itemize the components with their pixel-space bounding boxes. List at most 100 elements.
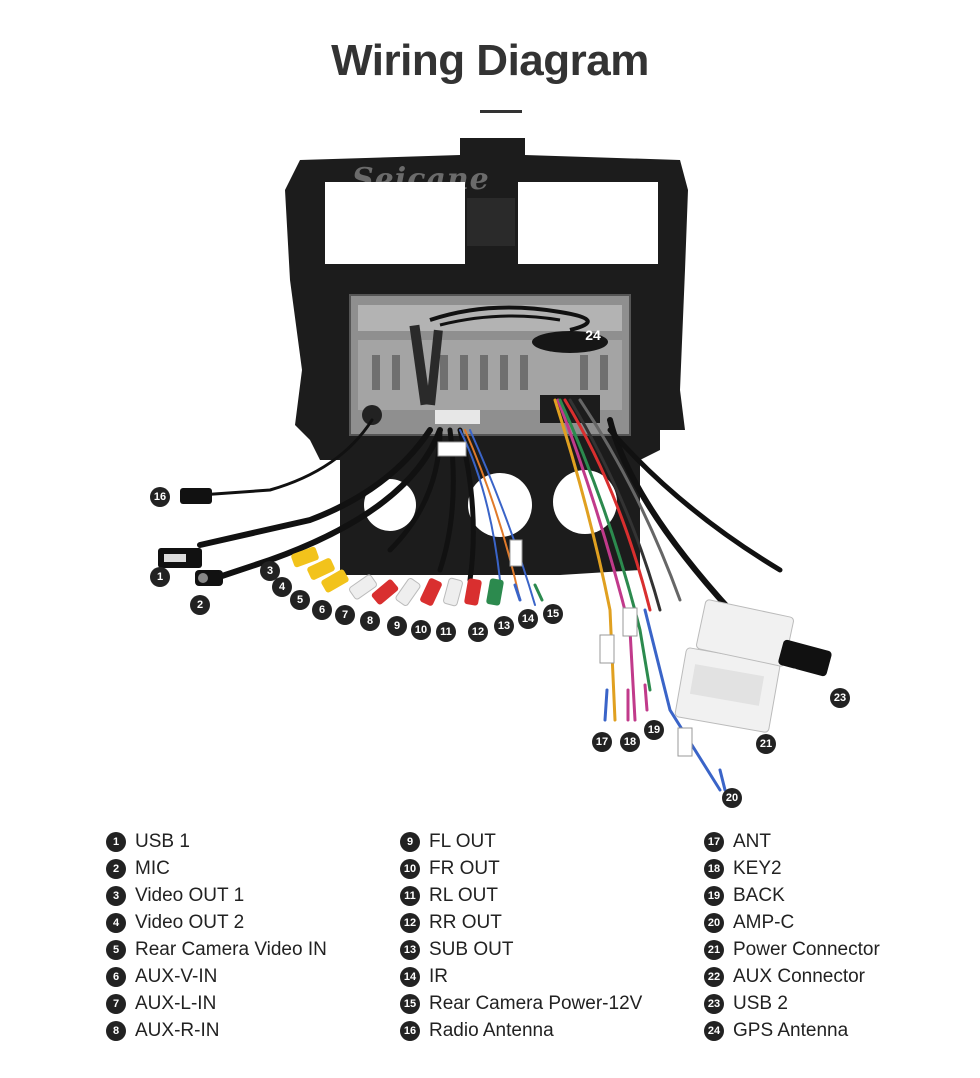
legend-number: 2: [106, 858, 126, 879]
callout-8: 8: [360, 611, 380, 631]
legend-item: 21 Power Connector: [704, 936, 880, 963]
legend-number: 17: [704, 831, 724, 852]
legend-column-2: 9 FL OUT 10 FR OUT 11 RL OUT 12 RR OUT 13 SUB…: [400, 828, 642, 1044]
legend-item: 8 AUX-R-IN: [106, 1017, 327, 1044]
legend-item: 20 AMP-C: [704, 909, 880, 936]
legend-number: 15: [400, 993, 420, 1014]
callout-15: 15: [543, 604, 563, 624]
legend-item: 16 Radio Antenna: [400, 1017, 642, 1044]
legend-item: 17 ANT: [704, 828, 880, 855]
legend-label: AUX-V-IN: [135, 965, 218, 987]
legend-label: USB 1: [135, 830, 190, 852]
legend-number: 16: [400, 1020, 420, 1041]
power-connector: [674, 647, 781, 733]
legend-label: Rear Camera Video IN: [135, 938, 327, 960]
callout-4: 4: [272, 577, 292, 597]
callout-18: 18: [620, 732, 640, 752]
legend-number: 7: [106, 993, 126, 1014]
legend-label: AUX-R-IN: [135, 1019, 220, 1041]
callout-5: 5: [290, 590, 310, 610]
usb2-plug: [778, 639, 832, 677]
legend-number: 14: [400, 966, 420, 987]
legend-item: 14 IR: [400, 963, 642, 990]
lower-dash: [340, 450, 640, 575]
legend-item: 11 RL OUT: [400, 882, 642, 909]
callout-19: 19: [644, 720, 664, 740]
legend-label: Video OUT 2: [135, 911, 245, 933]
legend-number: 19: [704, 885, 724, 906]
legend-number: 22: [704, 966, 724, 987]
callout-1: 1: [150, 567, 170, 587]
legend-item: 4 Video OUT 2: [106, 909, 327, 936]
legend-label: SUB OUT: [429, 938, 514, 960]
page-title: Wiring Diagram: [331, 36, 649, 85]
legend-item: 13 SUB OUT: [400, 936, 642, 963]
callout-16: 16: [150, 487, 170, 507]
callout-9: 9: [387, 616, 407, 636]
radio-antenna-plug: [180, 488, 212, 504]
legend-label: RR OUT: [429, 911, 502, 933]
callout-11: 11: [436, 622, 456, 642]
legend-label: FL OUT: [429, 830, 496, 852]
legend-item: 22 AUX Connector: [704, 963, 880, 990]
legend-label: Rear Camera Power-12V: [429, 992, 643, 1014]
callout-7: 7: [335, 605, 355, 625]
legend-label: FR OUT: [429, 857, 500, 879]
legend-label: AUX Connector: [733, 965, 866, 987]
wire-ends: [513, 583, 727, 792]
callout-17: 17: [592, 732, 612, 752]
head-unit-illustration: [158, 138, 832, 792]
legend-label: ANT: [733, 830, 771, 852]
legend-number: 6: [106, 966, 126, 987]
legend-number: 21: [704, 939, 724, 960]
legend-item: 1 USB 1: [106, 828, 327, 855]
callout-6: 6: [312, 600, 332, 620]
legend-number: 13: [400, 939, 420, 960]
legend-number: 3: [106, 885, 126, 906]
callout-20: 20: [722, 788, 742, 808]
legend-item: 6 AUX-V-IN: [106, 963, 327, 990]
legend-label: IR: [429, 965, 448, 987]
callout-14: 14: [518, 609, 538, 629]
legend-item: 15 Rear Camera Power-12V: [400, 990, 642, 1017]
callout-3: 3: [260, 561, 280, 581]
legend-number: 9: [400, 831, 420, 852]
legend-number: 23: [704, 993, 724, 1014]
legend-label: Radio Antenna: [429, 1019, 554, 1041]
legend-number: 10: [400, 858, 420, 879]
callout-2: 2: [190, 595, 210, 615]
callout-13: 13: [494, 616, 514, 636]
radio-unit: [349, 294, 631, 436]
legend-label: BACK: [733, 884, 785, 906]
legend-number: 1: [106, 831, 126, 852]
legend-label: AMP-C: [733, 911, 795, 933]
title-underline: [480, 110, 522, 113]
legend-item: 9 FL OUT: [400, 828, 642, 855]
legend-number: 12: [400, 912, 420, 933]
callout-21: 21: [756, 734, 776, 754]
legend-number: 8: [106, 1020, 126, 1041]
legend-number: 20: [704, 912, 724, 933]
legend-number: 11: [400, 885, 420, 906]
legend-label: RL OUT: [429, 884, 498, 906]
callout-24: 24: [585, 327, 601, 343]
rca-plugs: [291, 546, 504, 607]
legend-number: 5: [106, 939, 126, 960]
legend-label: KEY2: [733, 857, 782, 879]
legend-label: Video OUT 1: [135, 884, 245, 906]
callout-12: 12: [468, 622, 488, 642]
legend-label: Power Connector: [733, 938, 880, 960]
callout-10: 10: [411, 620, 431, 640]
legend-number: 24: [704, 1020, 724, 1041]
legend-item: 12 RR OUT: [400, 909, 642, 936]
mic-plug: [195, 570, 223, 586]
usb-plug: [158, 548, 202, 568]
legend-item: 5 Rear Camera Video IN: [106, 936, 327, 963]
legend-number: 4: [106, 912, 126, 933]
